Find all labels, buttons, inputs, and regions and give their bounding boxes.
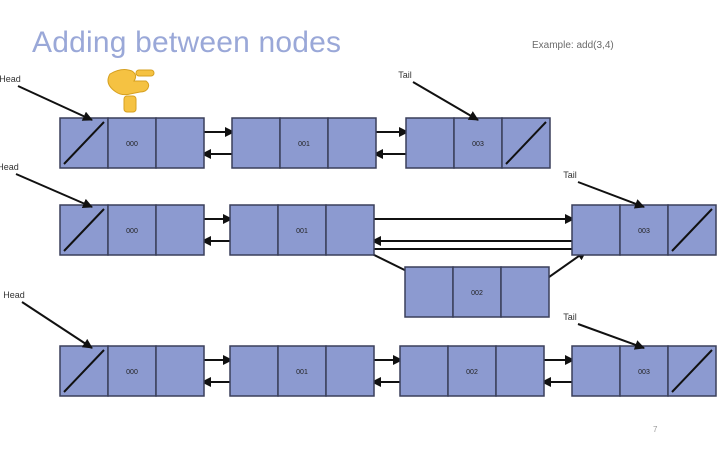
- head-label: Head: [3, 290, 25, 300]
- node-value: 002: [471, 290, 483, 297]
- node-value: 001: [298, 141, 310, 148]
- node-cell: [399, 345, 449, 397]
- new-node: 002: [404, 266, 550, 318]
- list-node: 000: [59, 117, 205, 169]
- node-cell: [277, 345, 327, 397]
- head-label: Head: [0, 162, 19, 172]
- hand-finger: [135, 69, 155, 77]
- node-value: 000: [126, 369, 138, 376]
- node-value: 003: [638, 369, 650, 376]
- pointer-arrow: [21, 301, 93, 349]
- node-cell: [279, 117, 329, 169]
- node-cell: [404, 266, 454, 318]
- null-slash: [63, 121, 105, 165]
- list-node: 001: [229, 345, 375, 397]
- head-label: Head: [0, 74, 21, 84]
- node-value: 000: [126, 141, 138, 148]
- node-cell: [452, 266, 502, 318]
- node-cell: [155, 204, 205, 256]
- tail-label: Tail: [563, 170, 577, 180]
- null-slash: [505, 121, 547, 165]
- null-slash: [63, 349, 105, 393]
- node-cell: [107, 345, 157, 397]
- node-cell: [405, 117, 455, 169]
- node-cell: [231, 117, 281, 169]
- list-node: 003: [571, 204, 717, 256]
- node-cell: [500, 266, 550, 318]
- list-node: 003: [571, 345, 717, 397]
- pointer-arrow: [412, 81, 479, 121]
- slide-title: Adding between nodes: [32, 26, 342, 59]
- node-cell: [155, 345, 205, 397]
- pointing-hand-icon: [107, 69, 155, 113]
- node-cell: [107, 204, 157, 256]
- pointer-arrow: [577, 181, 645, 209]
- page-number: 7: [653, 425, 658, 434]
- node-cell: [229, 345, 279, 397]
- node-value: 003: [638, 228, 650, 235]
- node-cell: [619, 345, 669, 397]
- tail-label: Tail: [398, 70, 412, 80]
- list-node: 003: [405, 117, 551, 169]
- hand-shape: [107, 69, 150, 96]
- pointer-arrow: [577, 323, 645, 350]
- node-cell: [495, 345, 545, 397]
- node-cell: [447, 345, 497, 397]
- node-cell: [571, 345, 621, 397]
- node-value: 003: [472, 141, 484, 148]
- hand-cuff: [123, 95, 137, 113]
- node-cell: [571, 204, 621, 256]
- node-cell: [325, 204, 375, 256]
- list-node: 001: [231, 117, 377, 169]
- list-node: 000: [59, 345, 205, 397]
- list-node: 002: [399, 345, 545, 397]
- list-node: 001: [229, 204, 375, 256]
- node-cell: [325, 345, 375, 397]
- tail-label: Tail: [563, 312, 577, 322]
- list-node: 000: [59, 204, 205, 256]
- node-value: 000: [126, 228, 138, 235]
- node-cell: [155, 117, 205, 169]
- null-slash: [671, 208, 713, 252]
- node-value: 001: [296, 369, 308, 376]
- pointer-arrow: [15, 173, 93, 209]
- node-cell: [277, 204, 327, 256]
- node-cell: [229, 204, 279, 256]
- null-slash: [63, 208, 105, 252]
- node-value: 002: [466, 369, 478, 376]
- slide-subtitle: Example: add(3,4): [532, 40, 614, 51]
- node-value: 001: [296, 228, 308, 235]
- node-cell: [107, 117, 157, 169]
- null-slash: [671, 349, 713, 393]
- pointer-arrow: [17, 85, 93, 121]
- node-cell: [327, 117, 377, 169]
